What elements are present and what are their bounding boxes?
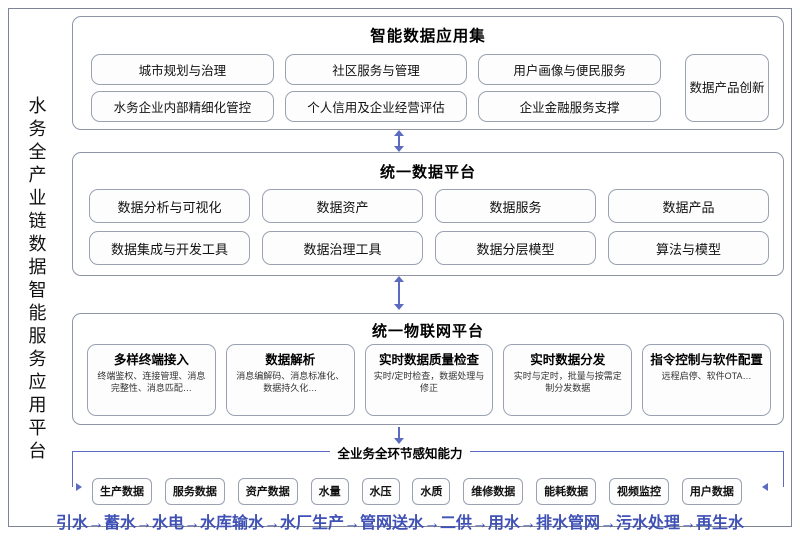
iot-box-data-parsing[interactable]: 数据解析 消息编解码、消息标准化、数据持久化… [225, 344, 355, 416]
iot-box-data-parsing-title: 数据解析 [265, 353, 316, 367]
platform-grid: 数据分析与可视化 数据资产 数据服务 数据产品 数据集成与开发工具 数据治理工具… [89, 189, 769, 265]
iot-grid: 多样终端接入 终端鉴权、连接管理、消息完整性、消息匹配… 数据解析 消息编解码、… [87, 344, 771, 416]
connector-apps-platform-arrow-down [394, 146, 404, 152]
app-box-internal-management[interactable]: 水务企业内部精细化管控 [91, 91, 274, 122]
iot-box-quality-check[interactable]: 实时数据质量检查 实时/定时检查，数据处理与修正 [364, 344, 494, 416]
sensing-capability-label: 全业务全环节感知能力 [0, 443, 800, 462]
iot-box-terminal-access[interactable]: 多样终端接入 终端鉴权、连接管理、消息完整性、消息匹配… [87, 344, 216, 416]
iot-box-terminal-access-desc: 终端鉴权、连接管理、消息完整性、消息匹配… [97, 371, 206, 393]
iot-box-command-control[interactable]: 指令控制与软件配置 远程启停、软件OTA… [642, 344, 771, 416]
app-box-user-profile[interactable]: 用户画像与便民服务 [478, 54, 661, 85]
apps-grid: 城市规划与治理 社区服务与管理 用户画像与便民服务 水务企业内部精细化管控 个人… [91, 54, 661, 122]
layer-unified-iot-platform: 统一物联网平台 多样终端接入 终端鉴权、连接管理、消息完整性、消息匹配… 数据解… [72, 313, 784, 425]
iot-box-quality-check-desc: 实时/定时检查，数据处理与修正 [373, 371, 485, 393]
layer-unified-data-platform: 统一数据平台 数据分析与可视化 数据资产 数据服务 数据产品 数据集成与开发工具… [72, 152, 784, 276]
sensing-tile-energy-data[interactable]: 能耗数据 [536, 477, 597, 505]
app-box-data-product-innovation[interactable]: 数据产品创新 [685, 54, 769, 122]
sensing-capability-label-text: 全业务全环节感知能力 [330, 447, 470, 461]
platform-box-governance-tools[interactable]: 数据治理工具 [262, 231, 423, 265]
platform-box-analysis-visualization[interactable]: 数据分析与可视化 [89, 189, 250, 223]
iot-box-quality-check-title: 实时数据质量检查 [378, 353, 479, 367]
sensing-tile-user-data[interactable]: 用户数据 [681, 477, 742, 505]
iot-box-command-control-title: 指令控制与软件配置 [650, 353, 763, 367]
platform-box-algorithms-models[interactable]: 算法与模型 [608, 231, 769, 265]
iot-box-data-distribution[interactable]: 实时数据分发 实时与定时，批量与按需定制分发数据 [503, 344, 633, 416]
sensing-arrow-right-head [762, 483, 768, 491]
sensing-tile-video-monitoring[interactable]: 视频监控 [609, 477, 669, 505]
sensing-tile-water-volume[interactable]: 水量 [310, 477, 349, 505]
layer-platform-title: 统一数据平台 [379, 164, 476, 181]
sensing-arrow-left-head [76, 483, 82, 491]
sensing-tile-production-data[interactable]: 生产数据 [92, 477, 152, 505]
layer-iot-title: 统一物联网平台 [371, 323, 484, 340]
connector-platform-iot-arrow-up [394, 276, 404, 282]
platform-vertical-title-text: 水务全产业链数据智能服务应用平台 [26, 96, 47, 464]
sensing-tile-maintenance-data[interactable]: 维修数据 [463, 477, 524, 505]
sensing-tile-service-data[interactable]: 服务数据 [164, 477, 225, 505]
water-process-chain: 引水→蓄水→水电→水库输水→水厂生产→管网送水→二供→用水→排水管网→污水处理→… [55, 515, 744, 532]
connector-apps-platform [398, 132, 400, 150]
platform-box-layered-model[interactable]: 数据分层模型 [435, 231, 596, 265]
app-box-community-service[interactable]: 社区服务与管理 [284, 54, 468, 85]
iot-box-data-distribution-title: 实时数据分发 [530, 353, 606, 367]
connector-apps-platform-arrow-up [394, 130, 404, 136]
platform-box-data-assets[interactable]: 数据资产 [262, 189, 423, 223]
connector-iot-sensing-arrow-down [394, 438, 404, 444]
app-box-financial-support[interactable]: 企业金融服务支撑 [478, 91, 661, 122]
app-box-credit-evaluation[interactable]: 个人信用及企业经营评估 [284, 91, 468, 122]
iot-box-command-control-desc: 远程启停、软件OTA… [661, 371, 752, 381]
layer-intelligent-data-applications: 智能数据应用集 城市规划与治理 社区服务与管理 用户画像与便民服务 水务企业内部… [72, 16, 784, 130]
iot-box-data-distribution-desc: 实时与定时，批量与按需定制分发数据 [513, 371, 622, 393]
iot-box-data-parsing-desc: 消息编解码、消息标准化、数据持久化… [236, 371, 345, 393]
sensing-tile-water-pressure[interactable]: 水压 [361, 477, 400, 505]
connector-iot-sensing [398, 427, 400, 441]
connector-platform-iot-arrow-down [394, 304, 404, 310]
app-box-city-planning[interactable]: 城市规划与治理 [91, 54, 274, 85]
connector-platform-iot [398, 278, 400, 308]
sensing-tiles-row: 生产数据 服务数据 资产数据 水量 水压 水质 维修数据 能耗数据 视频监控 用… [92, 477, 742, 505]
platform-box-data-products[interactable]: 数据产品 [608, 189, 769, 223]
layer-apps-title: 智能数据应用集 [370, 28, 486, 45]
platform-box-integration-dev-tools[interactable]: 数据集成与开发工具 [89, 231, 250, 265]
sensing-tile-asset-data[interactable]: 资产数据 [237, 477, 298, 505]
iot-box-terminal-access-title: 多样终端接入 [113, 353, 189, 367]
sensing-tile-water-quality[interactable]: 水质 [412, 477, 451, 505]
platform-box-data-services[interactable]: 数据服务 [435, 189, 596, 223]
platform-vertical-title: 水务全产业链数据智能服务应用平台 [10, 60, 62, 500]
